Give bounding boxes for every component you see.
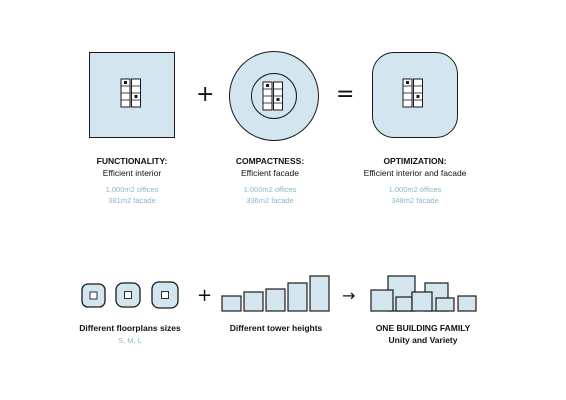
caption-title: Different tower heights	[229, 323, 323, 333]
caption-metric: 381m2 facade	[108, 196, 156, 205]
caption-title: FUNCTIONALITY:	[96, 156, 168, 166]
caption-title: COMPACTNESS:	[235, 156, 305, 166]
equals-operator: =	[336, 82, 355, 107]
floorplan-large	[151, 281, 179, 309]
caption-metric: 1.000m2 offices	[105, 185, 159, 194]
plus-operator: +	[196, 82, 215, 107]
caption-metric: 348m2 facade	[391, 196, 439, 205]
caption-title: OPTIMIZATION:	[383, 156, 447, 166]
caption-metric: 336m2 facade	[246, 196, 294, 205]
core-square	[120, 78, 141, 108]
family-block-6	[435, 297, 455, 312]
family-block-5	[411, 291, 433, 312]
caption-metric: 1.000m2 offices	[243, 185, 297, 194]
caption-building-family: ONE BUILDING FAMILY Unity and Variety	[343, 322, 503, 346]
tower-5	[309, 275, 330, 312]
core-circle	[262, 81, 283, 111]
building-family	[370, 275, 477, 312]
tower-1	[221, 295, 242, 312]
tower-2	[243, 291, 264, 312]
tower-4	[287, 282, 308, 312]
caption-optimization: OPTIMIZATION: Efficient interior and fac…	[335, 155, 495, 206]
tower-3	[265, 288, 286, 312]
family-block-4	[395, 296, 413, 312]
plus-operator-bottom: +	[197, 285, 213, 306]
arrow-right-icon: →	[342, 286, 356, 305]
caption-subtitle: Efficient interior	[102, 168, 162, 178]
caption-subtitle: Unity and Variety	[388, 335, 458, 345]
tower-heights	[221, 275, 330, 312]
floorplan-small	[81, 283, 106, 308]
family-block-7	[457, 295, 477, 312]
caption-floorplan-sizes: Different floorplans sizes S, M, L	[50, 322, 210, 347]
caption-title: ONE BUILDING FAMILY	[375, 323, 471, 333]
family-block-3	[370, 289, 394, 312]
caption-subtitle: Efficient interior and facade	[363, 168, 467, 178]
floorplan-medium	[115, 282, 141, 308]
caption-functionality: FUNCTIONALITY: Efficient interior 1.000m…	[52, 155, 212, 206]
caption-metric: S, M, L	[118, 336, 142, 345]
caption-title: Different floorplans sizes	[79, 323, 181, 333]
core-rounded	[402, 78, 423, 108]
caption-metric: 1.000m2 offices	[388, 185, 442, 194]
caption-subtitle: Efficient facade	[241, 168, 299, 178]
caption-compactness: COMPACTNESS: Efficient facade 1.000m2 of…	[190, 155, 350, 206]
caption-tower-heights: Different tower heights	[196, 322, 356, 334]
